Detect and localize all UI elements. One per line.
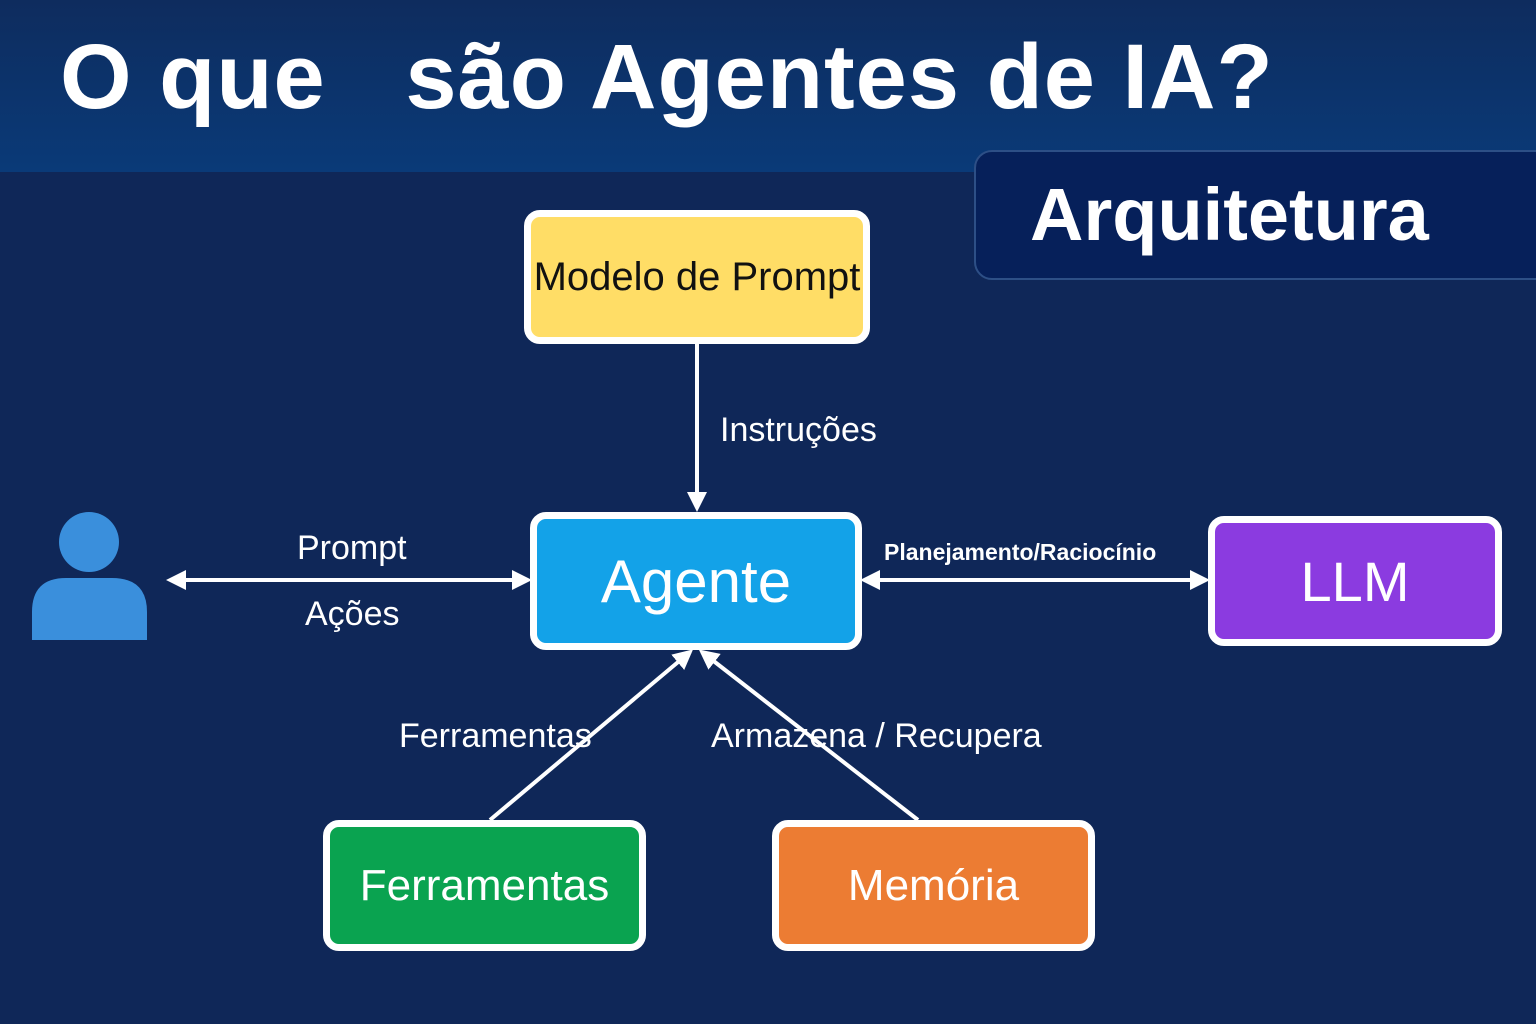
edge-tools: [488, 649, 694, 822]
label-store-retrieve: Armazena / Recupera: [711, 717, 1042, 755]
section-badge: Arquitetura: [974, 150, 1536, 280]
title-band: [0, 0, 1536, 172]
label-actions: Ações: [305, 595, 400, 633]
node-prompt-template: Modelo de Prompt: [524, 210, 870, 344]
label-tools: Ferramentas: [399, 717, 592, 755]
node-agent: Agente: [530, 512, 862, 650]
node-tools: Ferramentas: [323, 820, 646, 951]
node-llm: LLM: [1208, 516, 1502, 646]
page-title: O que são Agentes de IA?: [60, 26, 1274, 128]
section-label: Arquitetura: [1030, 173, 1429, 256]
label-prompt: Prompt: [297, 529, 407, 567]
user-icon-body: [32, 578, 147, 640]
node-memory: Memória: [772, 820, 1095, 951]
edge-memory: [698, 649, 920, 822]
label-instructions: Instruções: [720, 411, 877, 449]
label-planning: Planejamento/Raciocínio: [884, 539, 1157, 565]
user-icon-head: [59, 512, 119, 572]
user-icon: [32, 512, 147, 640]
